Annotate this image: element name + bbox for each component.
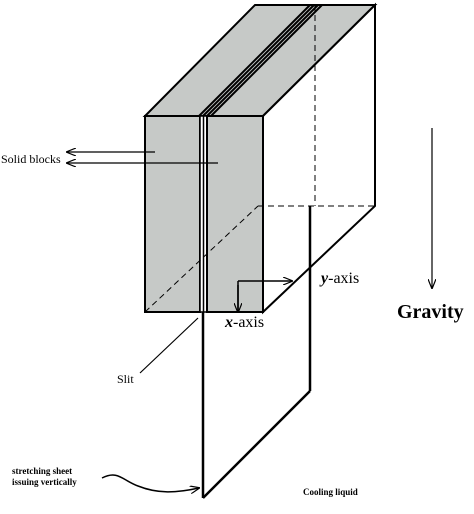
slit-leader-line [139,317,199,374]
gravity-label: Gravity [397,301,464,323]
coordinate-axes [238,281,292,312]
solid-blocks-arrows [67,152,218,163]
x-axis-label: x-axis [224,314,264,331]
x-axis-suffix: -axis [233,314,264,331]
hidden-edges [144,5,375,313]
solid-blocks-label: Solid blocks [1,152,61,166]
y-axis-suffix: -axis [328,270,359,287]
y-axis-label: y-axis [319,270,359,287]
cooling-liquid-label: Cooling liquid [303,487,358,497]
slit-grooves-top [198,4,323,117]
stretching-sheet [201,206,312,499]
x-axis-variable: x [224,314,233,331]
y-axis-variable: y [319,270,329,287]
stretching-sheet-label-line2: issuing vertically [12,477,77,487]
solid-block-left [144,115,201,313]
solid-block-right [206,115,264,313]
sheet-pointer-arrow [101,474,199,492]
slit-label: Slit [117,372,134,386]
stretching-sheet-label-line1: stretching sheet [12,466,72,476]
